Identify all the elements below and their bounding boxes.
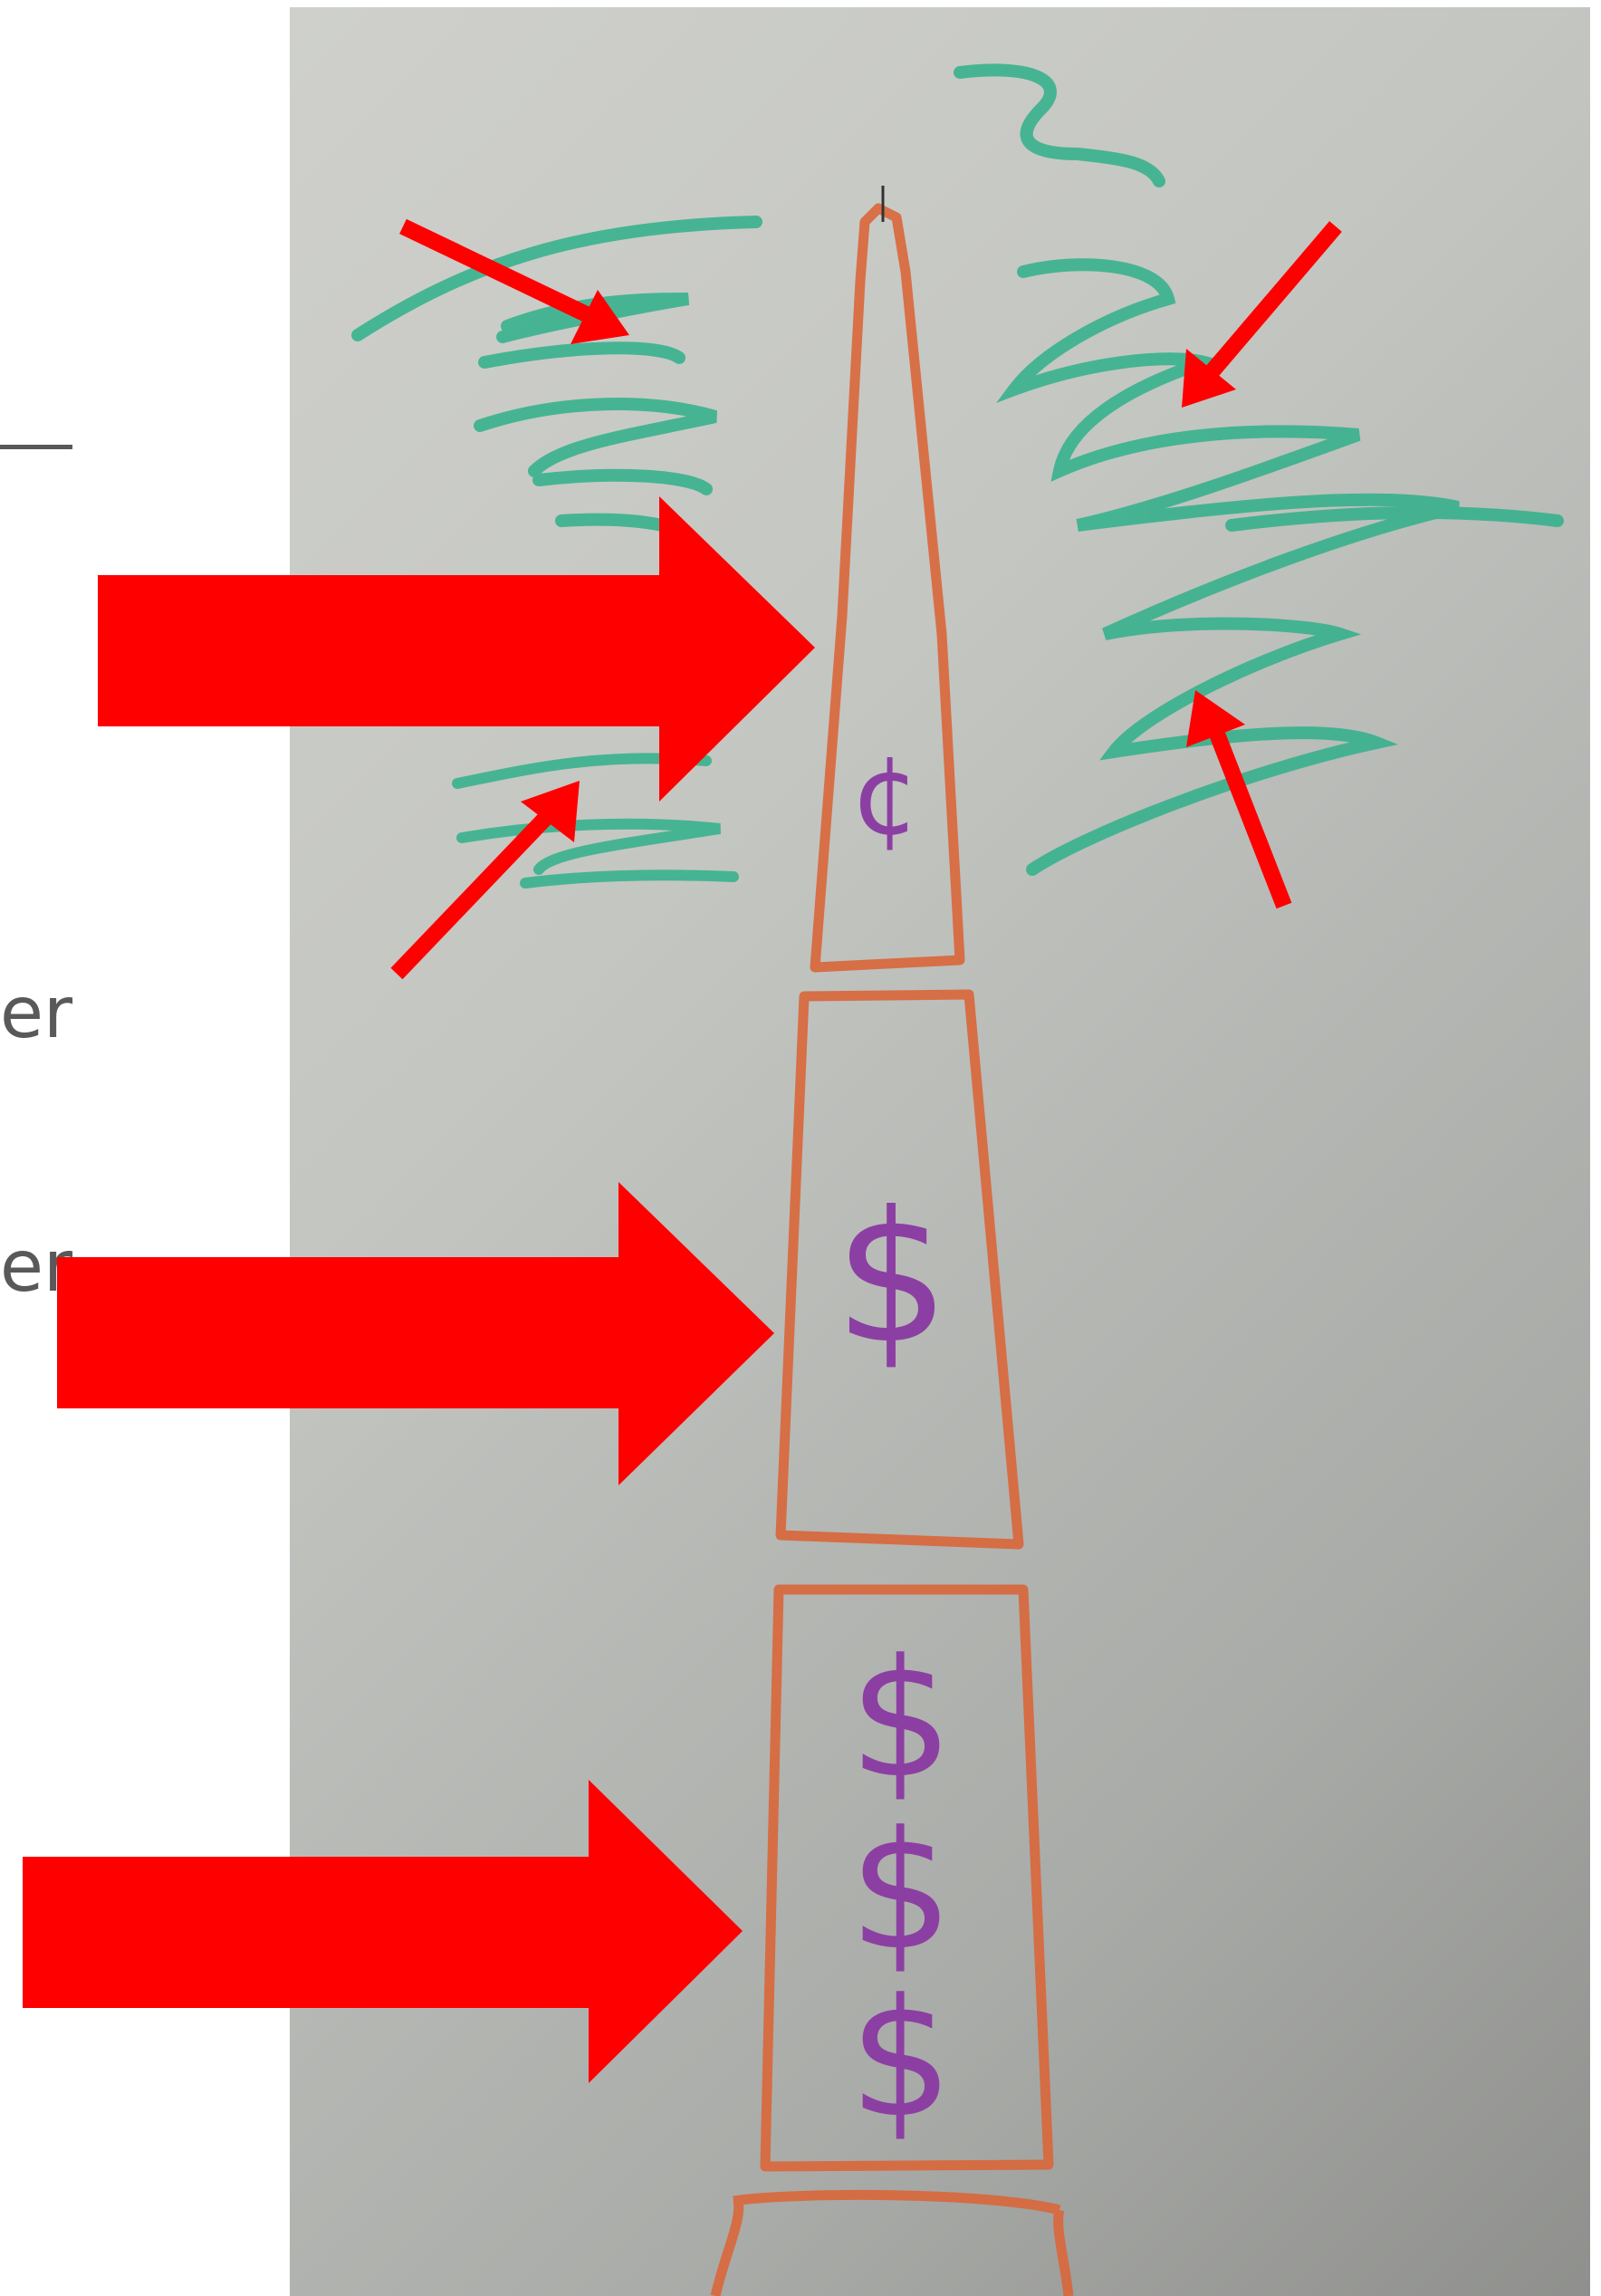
scribble-left-top — [358, 222, 756, 543]
tower-base — [715, 2195, 1069, 2296]
cent-symbol: ¢ — [851, 734, 920, 860]
dollar-symbol-middle: $ — [834, 1173, 949, 1384]
small-arrow-top-right — [1182, 226, 1336, 408]
large-arrow-bottom — [23, 1780, 743, 2083]
dollar-symbol-bottom-2: $ — [849, 1797, 954, 1986]
dollar-symbol-bottom-3: $ — [849, 1965, 954, 2154]
dollar-symbol-bottom-1: $ — [849, 1625, 954, 1814]
scribble-right — [960, 70, 1558, 869]
large-arrow-middle — [57, 1182, 774, 1485]
